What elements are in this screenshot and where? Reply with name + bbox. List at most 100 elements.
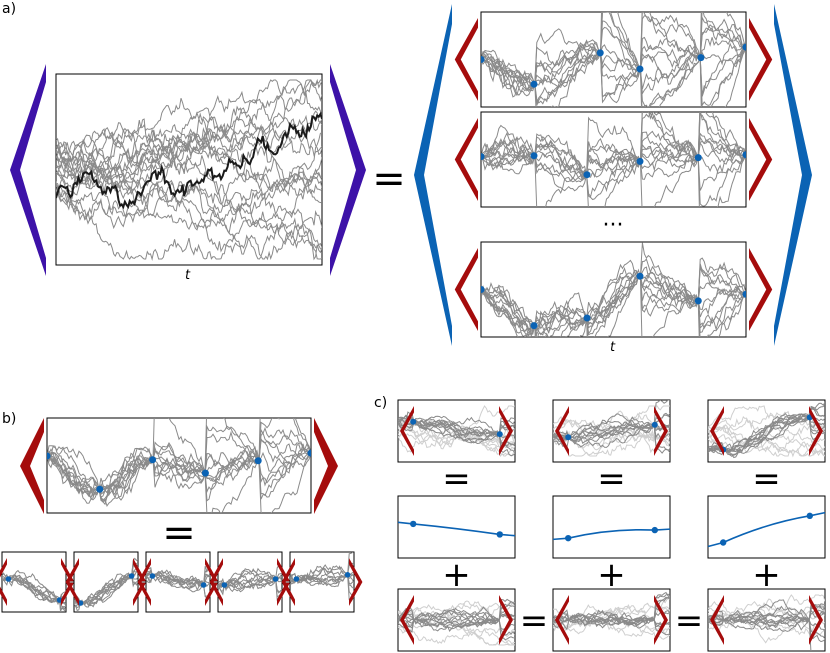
pin-point (481, 286, 485, 293)
bracket-red-left (555, 406, 569, 456)
axis-label-t-left: t (185, 268, 191, 283)
bracket-red-left (555, 595, 569, 645)
pin-point (651, 421, 658, 428)
pin-point (149, 456, 157, 464)
pin-point (344, 572, 351, 578)
pin-point (694, 297, 702, 305)
pin-point (694, 154, 702, 162)
bracket-red-left (400, 406, 414, 456)
brownian-paths-main (56, 78, 322, 261)
pin-point (636, 272, 644, 280)
pin-point (481, 56, 485, 63)
bracket-red-right (809, 595, 823, 645)
bracket-red-left (209, 558, 223, 606)
pin-point (221, 582, 228, 588)
pin-point (530, 152, 538, 160)
bracket-red-right (749, 248, 773, 331)
pin-point (697, 54, 705, 62)
bracket-red-left (454, 18, 478, 101)
equals-sign-a: = (372, 156, 406, 202)
pin-point (530, 80, 538, 88)
bracket-red-right (277, 558, 291, 606)
plot-box-c-mid (707, 495, 826, 559)
bracket-right-blue (774, 4, 812, 346)
bracket-red-right (205, 558, 219, 606)
bracket-red-right (499, 595, 513, 645)
plot-box-c-top (397, 399, 516, 463)
pin-point (200, 582, 207, 588)
brownian-paths-stack-3 (481, 242, 746, 337)
equals-sign-c: = (597, 459, 626, 499)
pin-point (806, 512, 813, 520)
pin-point (96, 485, 104, 493)
equals-sign-c-bottom: = (675, 601, 704, 641)
pin-point (583, 314, 591, 322)
bracket-red-right (654, 406, 668, 456)
pin-point (636, 65, 644, 73)
pin-point (636, 157, 644, 165)
pin-point (583, 171, 591, 179)
bracket-red-right (133, 558, 147, 606)
pin-point (720, 539, 727, 546)
bracket-red-left (400, 595, 414, 645)
panel-label-a: a) (2, 1, 17, 17)
bracket-left-red-b (20, 418, 44, 514)
plot-box-c-top (552, 399, 671, 463)
brownian-paths-stack-2 (481, 112, 746, 207)
equals-sign-c: = (752, 459, 781, 499)
pin-point (742, 151, 746, 159)
plus-sign: + (597, 555, 626, 595)
ellipsis: ··· (603, 213, 624, 238)
c-decomposition-grid: = + = = + = = + (397, 399, 826, 652)
plot-box-c-mid (397, 495, 516, 559)
pin-point (481, 153, 485, 161)
equals-sign-c-bottom: = (520, 601, 549, 641)
bracket-red-right (749, 18, 773, 101)
b-small-segments (0, 551, 363, 613)
bracket-red-left (710, 406, 724, 456)
bracket-red-right (749, 118, 773, 201)
panel-label-c: c) (374, 395, 388, 411)
pin-point (410, 418, 417, 425)
red-brackets-stack (454, 18, 773, 331)
pin-point (307, 449, 311, 457)
equals-sign-b: = (162, 510, 196, 556)
pin-point (272, 576, 279, 582)
pin-point (651, 526, 658, 534)
pin-point (293, 576, 300, 582)
pin-point (5, 576, 12, 582)
bracket-red-left (137, 558, 151, 606)
bracket-red-right (61, 558, 75, 606)
bracket-red-right (499, 406, 513, 456)
bracket-red-left (454, 118, 478, 201)
pin-point (128, 573, 135, 579)
pin-point (496, 431, 503, 438)
bracket-red-left (65, 558, 79, 606)
bracket-red-right (654, 595, 668, 645)
pin-point (596, 49, 604, 57)
axis-label-t-right: t (610, 340, 616, 355)
equals-sign-c: = (442, 459, 471, 499)
plus-sign: + (442, 555, 471, 595)
bracket-red-left (281, 558, 295, 606)
plot-box-c-mid (552, 495, 671, 559)
bracket-red-left (454, 248, 478, 331)
pin-point (47, 452, 51, 460)
bracket-right-red-b (314, 418, 338, 514)
plus-sign: + (752, 555, 781, 595)
bracket-left-blue (414, 4, 452, 346)
bracket-red-left (710, 595, 724, 645)
bracket-red-right (349, 558, 363, 606)
pin-point (565, 534, 572, 542)
pin-point (201, 469, 209, 477)
panel-label-b: b) (2, 411, 17, 427)
pin-point (410, 520, 417, 528)
plot-box-b-main (46, 417, 312, 514)
pin-point (254, 457, 262, 465)
bracket-left-purple (10, 64, 46, 276)
bracket-red-right (809, 406, 823, 456)
bracket-right-purple (330, 64, 366, 276)
pin-point (530, 322, 538, 330)
brownian-paths-stack-1 (481, 12, 746, 107)
